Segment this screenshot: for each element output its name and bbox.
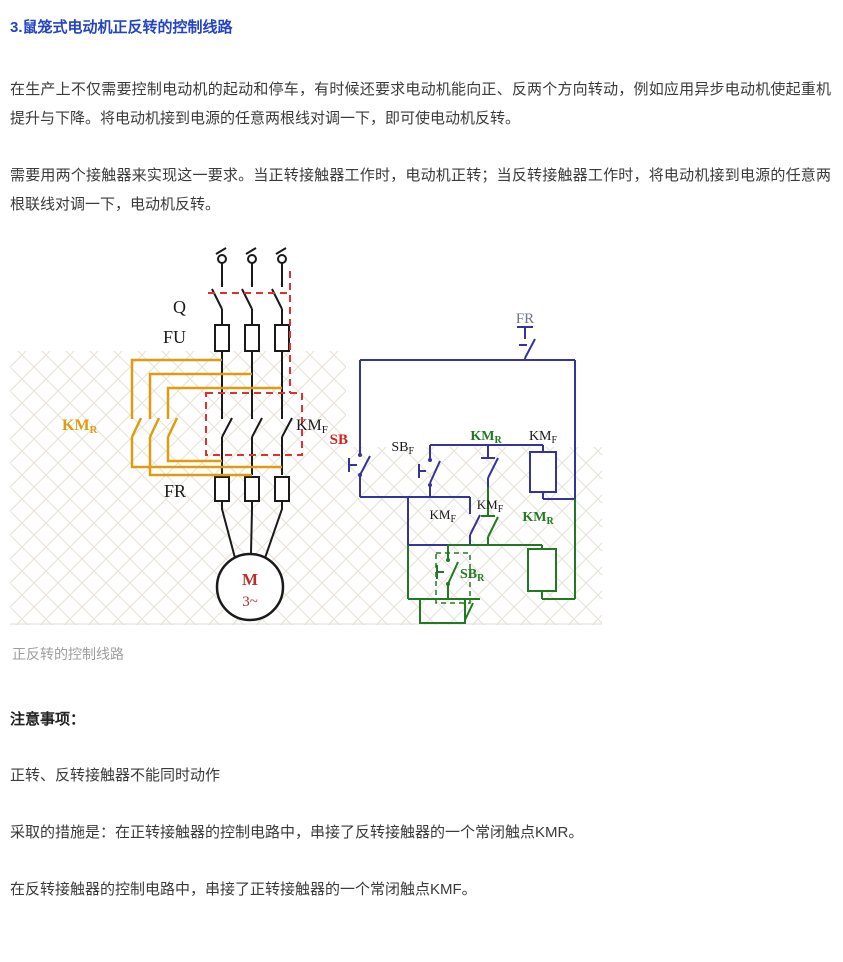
kmr-interlock-contact: [481, 445, 499, 487]
label-kmr-main: KMR: [62, 417, 99, 436]
label-fu: FU: [163, 327, 186, 347]
dashed-highlight: [205, 271, 303, 456]
forward-start-button-symbol: [418, 445, 441, 497]
phase-terminal: [277, 254, 287, 264]
label-fr-main: FR: [164, 481, 186, 501]
label-q: Q: [173, 297, 186, 317]
label-sb-stop: SB: [330, 432, 348, 448]
diagram-labels: Q FU KMR KMF FR M 3~ FR SB SBF KMR KMF K…: [62, 297, 558, 646]
fr-contact-symbol: [517, 326, 536, 360]
note-2: 采取的措施是：在正转接触器的控制电路中，串接了反转接触器的一个常闭触点KMR。: [10, 824, 584, 841]
motor-symbol: [215, 552, 285, 622]
reverse-terminal-dots: [446, 558, 450, 586]
kmr-coil: [527, 548, 557, 592]
circuit-figure: Q FU KMR KMF FR M 3~ FR SB SBF KMR KMF K…: [10, 247, 831, 664]
fuse-symbol: [214, 324, 230, 352]
circuit-diagram: Q FU KMR KMF FR M 3~ FR SB SBF KMR KMF K…: [10, 247, 602, 646]
label-kmf-coil: KMF: [529, 429, 558, 446]
label-sbf: SBF: [391, 440, 414, 457]
thermal-heater-symbol: [244, 476, 260, 502]
label-kmf-main: KMF: [296, 417, 328, 436]
label-sbr: SBR: [460, 567, 485, 584]
figure-caption: 正反转的控制线路: [12, 646, 124, 662]
thermal-heater-symbol: [214, 476, 230, 502]
kmf-interlock-contact: [481, 487, 499, 545]
label-motor-m: M: [242, 570, 258, 589]
kmf-coil: [529, 451, 557, 493]
reverse-control-circuit: [407, 487, 576, 624]
label-motor-phase: 3~: [242, 594, 258, 610]
label-kmr-coil: KMR: [522, 510, 554, 527]
note-1: 正转、反转接触器不能同时动作: [10, 767, 221, 784]
forward-control-circuit: [348, 326, 576, 546]
article-heading: 3.鼠笼式电动机正反转的控制线路: [10, 19, 233, 36]
forward-terminal-dots: [358, 453, 432, 487]
paragraph-2: 需要用两个接触器来实现这一要求。当正转接触器工作时，电动机正转；当反转接触器工作…: [10, 167, 831, 213]
lattice-background: [10, 351, 602, 625]
phase-terminal: [247, 254, 257, 264]
paragraph-1: 在生产上不仅需要控制电动机的起动和停车，有时候还要求电动机能向正、反两个方向转动…: [10, 81, 831, 127]
label-fr-control: FR: [516, 311, 534, 327]
kmr-selfhold-contact: [419, 599, 474, 624]
label-kmf-interlock: KMF: [477, 497, 504, 515]
label-kmf-selfhold: KMF: [429, 507, 456, 525]
thermal-heater-symbol: [274, 476, 290, 502]
kmf-selfhold-contact: [407, 497, 481, 546]
notes-heading: 注意事项：: [10, 711, 86, 728]
fuse-symbol: [274, 324, 290, 352]
label-kmr-interlock: KMR: [470, 429, 502, 446]
phase-terminal: [217, 254, 227, 264]
reverse-main-contacts: [130, 358, 282, 477]
fuse-symbol: [244, 324, 260, 352]
note-3: 在反转接触器的控制电路中，串接了正转接触器的一个常闭触点KMF。: [10, 881, 477, 898]
stop-button-symbol: [348, 444, 371, 484]
